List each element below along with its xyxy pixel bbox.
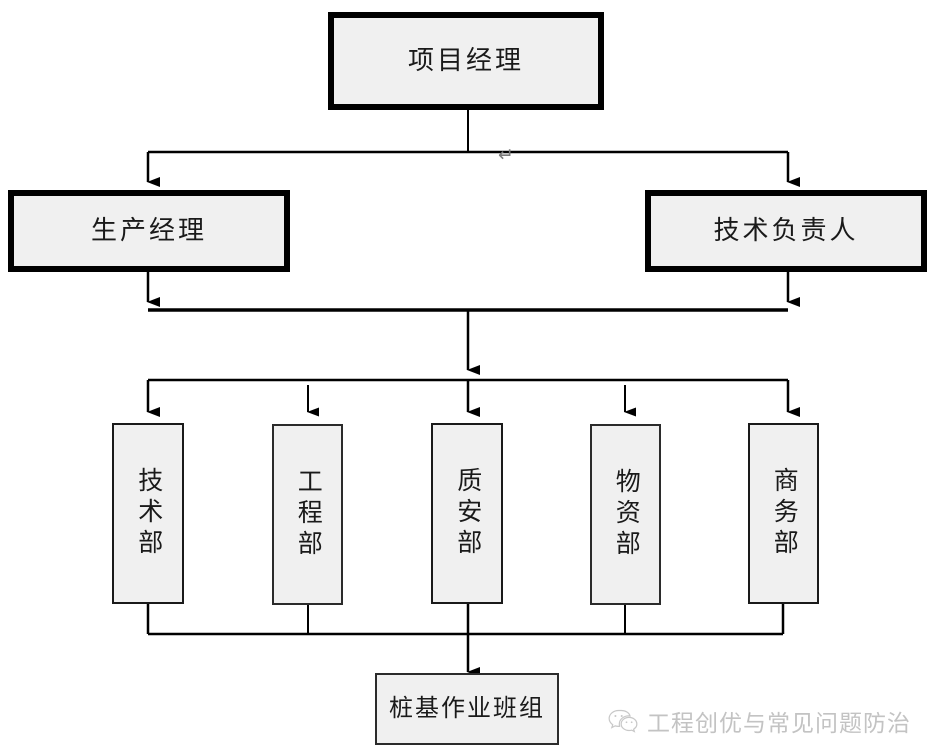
node-department-materials-label: 物资部	[612, 468, 640, 561]
node-pile-foundation-team-label: 桩基作业班组	[389, 695, 545, 722]
watermark-text: 工程创优与常见问题防治	[647, 710, 911, 736]
node-production-manager-label: 生产经理	[90, 215, 207, 245]
node-production-manager[interactable]: 生产经理	[8, 190, 290, 272]
node-department-commerce-label: 商务部	[770, 467, 798, 560]
node-department-commerce[interactable]: 商务部	[748, 423, 819, 604]
watermark: 工程创优与常见问题防治	[608, 704, 911, 738]
return-symbol-icon: ↵	[498, 144, 514, 166]
node-department-technology-label: 技术部	[134, 467, 162, 560]
node-pile-foundation-team[interactable]: 桩基作业班组	[375, 673, 559, 745]
node-department-engineering-label: 工程部	[294, 468, 322, 561]
node-department-materials[interactable]: 物资部	[590, 424, 661, 605]
node-department-engineering[interactable]: 工程部	[272, 424, 343, 605]
node-department-quality-safety-label: 质安部	[453, 467, 481, 560]
node-project-manager-label: 项目经理	[407, 45, 524, 75]
node-department-technology[interactable]: 技术部	[112, 423, 184, 604]
node-project-manager[interactable]: 项目经理	[328, 12, 604, 110]
node-department-quality-safety[interactable]: 质安部	[431, 423, 503, 604]
node-technical-director[interactable]: 技术负责人	[645, 190, 927, 272]
node-technical-director-label: 技术负责人	[713, 215, 859, 245]
wechat-icon	[608, 709, 638, 733]
